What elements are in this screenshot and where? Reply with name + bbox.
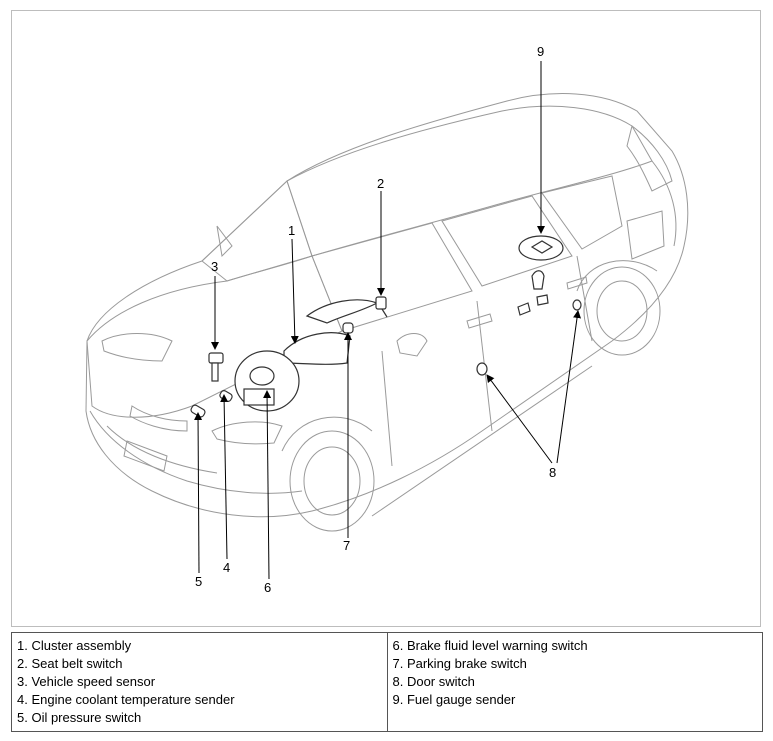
legend-item-2: 2. Seat belt switch [17,656,123,671]
components [190,235,582,418]
vehicle-speed-sensor-part [208,352,224,364]
seat-belt-switch-part [375,296,387,310]
door-switch-part-rear [572,299,582,311]
door-switch-part-front [476,362,488,376]
callout-9: 9 [537,44,544,59]
legend-item-1: 1. Cluster assembly [17,638,132,653]
callout-8: 8 [549,465,556,480]
legend-item-6: 6. Brake fluid level warning switch [392,638,588,653]
cluster-assembly-part [283,332,351,365]
legend-table: 1. Cluster assembly 2. Seat belt switch … [11,632,763,732]
dashboard-part [305,299,379,324]
legend-item-5: 5. Oil pressure switch [17,710,142,725]
legend-item-7: 7. Parking brake switch [392,656,527,671]
diagram-figure: 1 2 3 4 5 6 7 8 9 [11,10,761,627]
callout-1: 1 [288,223,295,238]
legend-item-4: 4. Engine coolant temperature sender [17,692,235,707]
callout-3: 3 [211,259,218,274]
car-outline [85,93,689,532]
leader-lines [194,61,582,580]
callout-7: 7 [343,538,350,553]
legend-column-right: 6. Brake fluid level warning switch 7. P… [386,633,763,731]
callout-4: 4 [223,560,230,575]
parking-brake-switch-part [342,322,354,334]
legend-item-3: 3. Vehicle speed sensor [17,674,156,689]
legend-column-left: 1. Cluster assembly 2. Seat belt switch … [12,633,387,731]
legend-item-9: 9. Fuel gauge sender [392,692,516,707]
callout-6: 6 [264,580,271,595]
car-diagram: 1 2 3 4 5 6 7 8 9 [85,44,689,595]
legend-item-8: 8. Door switch [392,674,475,689]
callout-2: 2 [377,176,384,191]
callout-5: 5 [195,574,202,589]
